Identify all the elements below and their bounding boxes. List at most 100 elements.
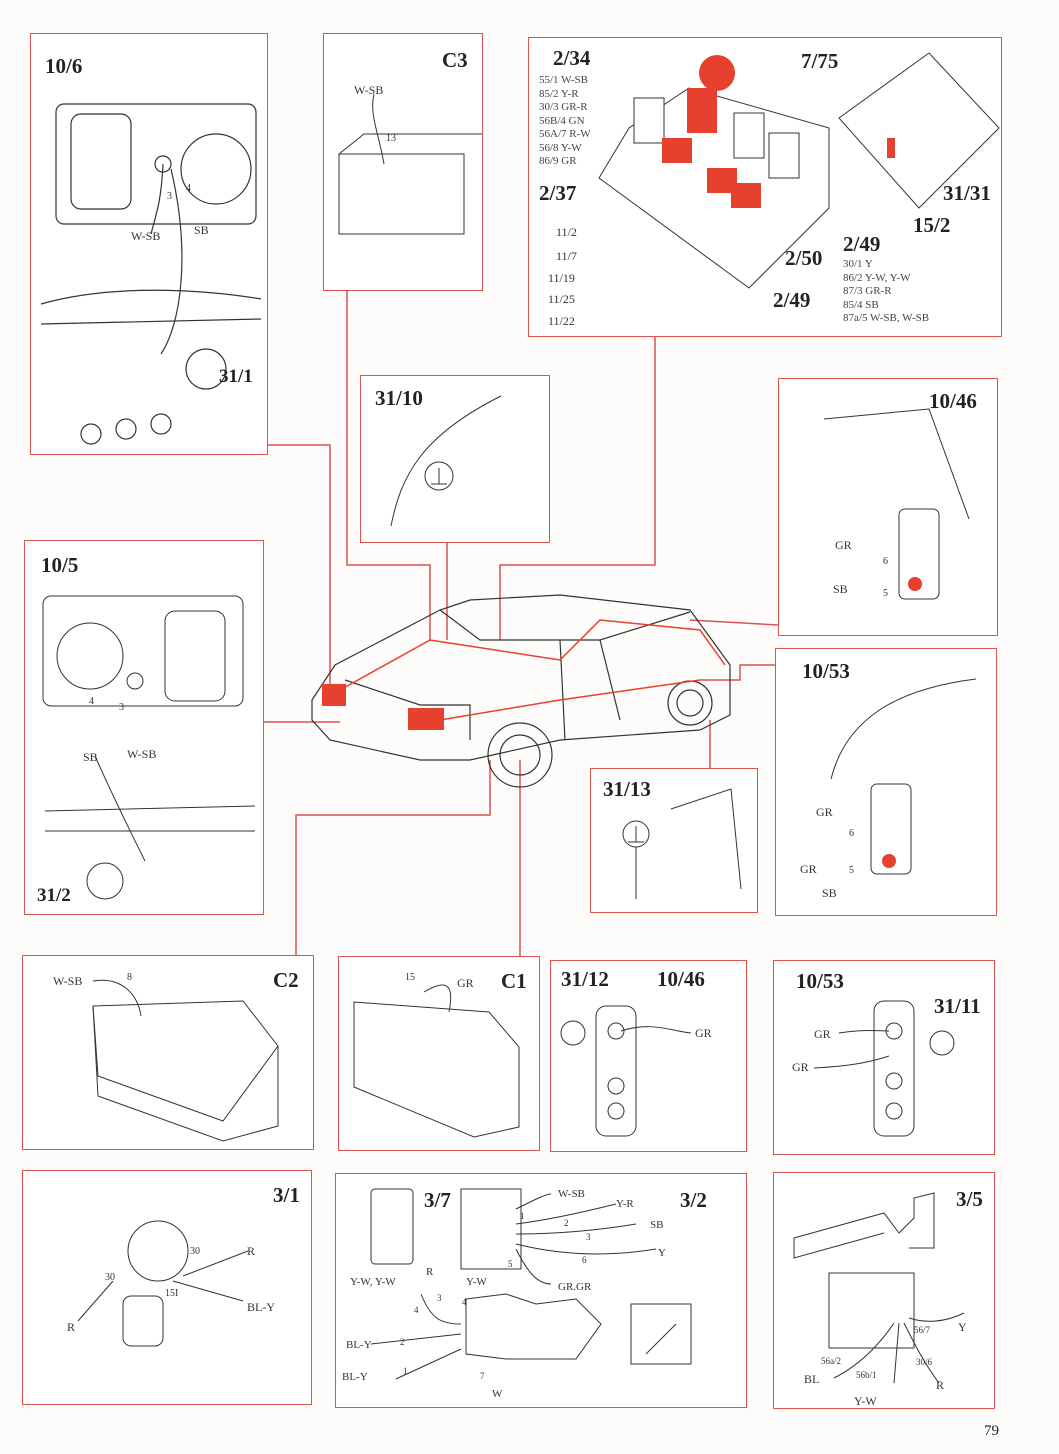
ground-point-illustration <box>622 788 742 899</box>
wire-label: BL-Y <box>247 1300 275 1314</box>
panel-title: 31/13 <box>603 777 651 801</box>
line-10-6-car <box>268 444 331 690</box>
panel-title: C3 <box>442 48 468 72</box>
headlamp-illustration <box>40 103 262 445</box>
wire-label: GR <box>457 976 474 990</box>
pin-label: 3 <box>167 191 172 202</box>
pin-label: 15I <box>165 1288 179 1299</box>
wire-label: SB <box>194 223 209 237</box>
dimmer-switch-illustration <box>793 1192 965 1384</box>
lamp-illustration <box>830 678 977 875</box>
pin-label: 6 <box>582 1255 587 1265</box>
fuse-label: 11/2 <box>556 225 577 239</box>
pin-label: 2 <box>564 1218 569 1228</box>
panel-dimmer-switch: 3/5 Y R BL Y-W 56/7 30/6 56a/2 56b/1 <box>773 1172 995 1409</box>
panel-title: 3/2 <box>680 1188 707 1212</box>
pin-label: 13 <box>386 133 396 144</box>
pin-label: 5 <box>508 1259 513 1269</box>
pin-label: 5 <box>883 588 888 599</box>
relay-label: 2/37 <box>539 181 577 205</box>
pin-label: 5 <box>849 865 854 876</box>
switch-illustration <box>77 1220 249 1347</box>
wire-label: GR.GR <box>558 1281 592 1293</box>
panel-title: 10/6 <box>45 54 83 78</box>
wire-label: R <box>936 1378 945 1392</box>
wire-label: Y-R <box>616 1198 634 1210</box>
pin-label: 4 <box>414 1305 419 1315</box>
panel-title: 10/46 <box>929 389 977 413</box>
panel-light-switch: 3/7 3/2 W-SB Y-R SB Y GR.GR 1 2 3 6 5 Y-… <box>335 1173 747 1408</box>
car-highlights <box>322 684 444 730</box>
pin-label: 4 <box>89 696 94 707</box>
panel-title: C2 <box>273 968 299 992</box>
wire-label: W-SB <box>53 974 83 988</box>
fuse-label: 11/19 <box>548 271 575 285</box>
headlamp-illustration <box>42 595 256 900</box>
panel-connector-c2: C2 W-SB 8 <box>22 955 314 1150</box>
wire-label: Y <box>658 1247 666 1259</box>
fuse-label: 11/22 <box>548 314 575 328</box>
pin-label: 1 <box>520 1211 525 1221</box>
pin-label: 30/6 <box>916 1357 933 1367</box>
panel-title: 3/1 <box>273 1183 300 1207</box>
wire-label: W-SB <box>131 229 161 243</box>
wire-label: Y <box>958 1320 967 1334</box>
car-illustration <box>311 594 731 788</box>
wire-label: R <box>67 1320 76 1334</box>
panel-lamp-10-46: 10/46 GR SB 6 5 <box>778 378 998 636</box>
panel-title: 31/11 <box>934 994 981 1018</box>
panel-title: 31/10 <box>375 386 423 410</box>
wire-label: GR <box>814 1027 831 1041</box>
wire-label: BL-Y <box>342 1371 368 1383</box>
relay-label: 2/50 <box>785 246 823 270</box>
panel-ignition-switch: 3/1 R BL-Y R 30 30 15I <box>22 1170 312 1405</box>
rear-lamp-illustration <box>813 1000 955 1137</box>
wire-label: W <box>492 1388 503 1400</box>
pin-label: 7 <box>480 1371 485 1381</box>
fuse-label: 11/7 <box>556 249 577 263</box>
pin-label: 56b/1 <box>856 1370 877 1380</box>
relay-label: 2/34 <box>553 46 591 70</box>
wire-label: R <box>426 1266 434 1278</box>
pin-label: 6 <box>883 556 888 567</box>
panel-connector-c1: C1 GR 15 <box>338 956 540 1151</box>
pin-label: 56a/2 <box>821 1356 841 1366</box>
panel-title: 10/46 <box>657 967 705 991</box>
lamp-illustration <box>823 408 970 600</box>
pin-label: 30 <box>105 1272 115 1283</box>
ground-label: 31/1 <box>219 366 253 387</box>
pin-label: 3 <box>119 702 124 713</box>
relay-label: 31/31 <box>943 181 991 205</box>
wire-label: BL-Y <box>346 1339 372 1351</box>
connector-illustration <box>338 93 482 235</box>
wire-label: SB <box>83 750 98 764</box>
panel-ground-31-13: 31/13 <box>590 768 758 913</box>
page-number: 79 <box>984 1423 999 1439</box>
fusebox-illustration <box>598 52 1000 289</box>
pin-label: 4 <box>186 183 191 194</box>
panel-headlamp-left: 10/6 W-SB SB 3 4 31/1 <box>30 33 268 455</box>
panel-title: 31/12 <box>561 967 609 991</box>
panel-title: 10/53 <box>802 659 850 683</box>
wire-label: W-SB <box>127 747 157 761</box>
pin-label: 8 <box>127 972 132 983</box>
wire-label: SB <box>650 1219 664 1231</box>
wire-label: Y-W, Y-W <box>350 1276 396 1288</box>
wire-label: BL <box>804 1372 820 1386</box>
relay-label: 2/49 <box>843 232 881 256</box>
pin-label: 1 <box>403 1366 408 1376</box>
ground-label: 31/2 <box>37 885 71 906</box>
panel-title: 10/53 <box>796 969 844 993</box>
panel-headlamp-right: 10/5 SB W-SB 4 3 31/2 <box>24 540 264 915</box>
wire-label: Y-W <box>854 1394 877 1408</box>
panel-title: 3/5 <box>956 1187 983 1211</box>
wire-label: GR <box>816 805 833 819</box>
relay-label: 15/2 <box>913 213 951 237</box>
wire-label: GR <box>800 862 817 876</box>
wire-label: GR <box>695 1026 712 1040</box>
relay-label: 7/75 <box>801 49 839 73</box>
connector-illustration <box>353 984 520 1138</box>
